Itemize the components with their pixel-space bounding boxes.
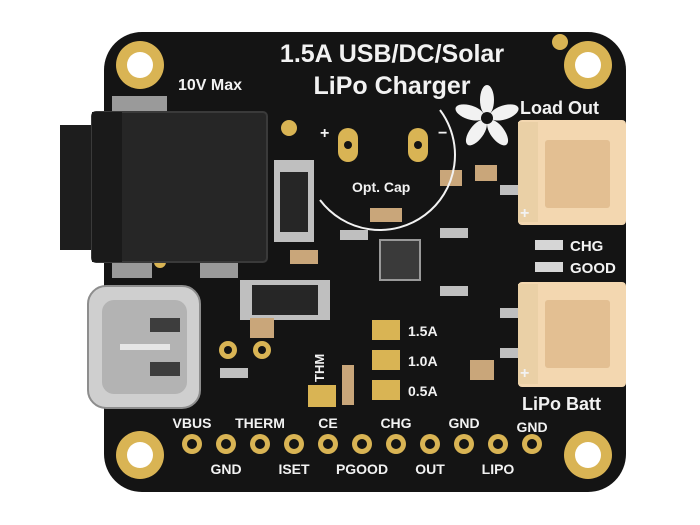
pin-label-iset: ISET [278,461,310,477]
minus-right: − [438,125,447,142]
good-label: GOOD [570,260,616,277]
title-line2: LiPo Charger [314,72,471,100]
chg-label: CHG [570,238,603,255]
load-out-connector [518,120,626,225]
pin-label-gnd-1: GND [448,415,479,431]
pin-label-therm: THERM [235,415,285,431]
dc-barrel-jack [60,96,268,278]
chg-led [535,240,563,250]
current-label-1: 1.5A [408,323,438,339]
pin-label-pgood: PGOOD [336,461,388,477]
pin-label-ce: CE [318,415,337,431]
thm-jumper [308,385,336,407]
pin-label-chg: CHG [380,415,411,431]
lipo-batt-connector [518,282,626,387]
pin-label-gnd-2: GND [516,419,547,435]
usb-c-port [87,285,201,409]
lipo-batt-label: LiPo Batt [522,394,601,414]
good-led [535,262,563,272]
plus-left: + [320,125,329,142]
title-line1: 1.5A USB/DC/Solar [280,40,504,68]
plus-batt: + [520,365,529,382]
thm-label: THM [312,354,327,382]
pin-label-out: OUT [415,461,445,477]
pin-label-gnd-3: GND [210,461,241,477]
current-jumpers [372,320,400,400]
plus-load: + [520,205,529,222]
pin-label-vbus: VBUS [173,415,212,431]
mounting-hole-top-right [564,41,612,89]
mounting-hole-top-left [116,41,164,89]
pin-label-lipo: LIPO [482,461,515,477]
flower-logo [455,85,519,146]
mounting-hole-bottom-right [564,431,612,479]
load-out-label: Load Out [520,98,599,118]
mounting-hole-bottom-left [116,431,164,479]
current-label-2: 1.0A [408,353,438,369]
current-label-3: 0.5A [408,383,438,399]
opt-cap-label: Opt. Cap [352,179,410,195]
voltage-label: 10V Max [178,77,242,94]
